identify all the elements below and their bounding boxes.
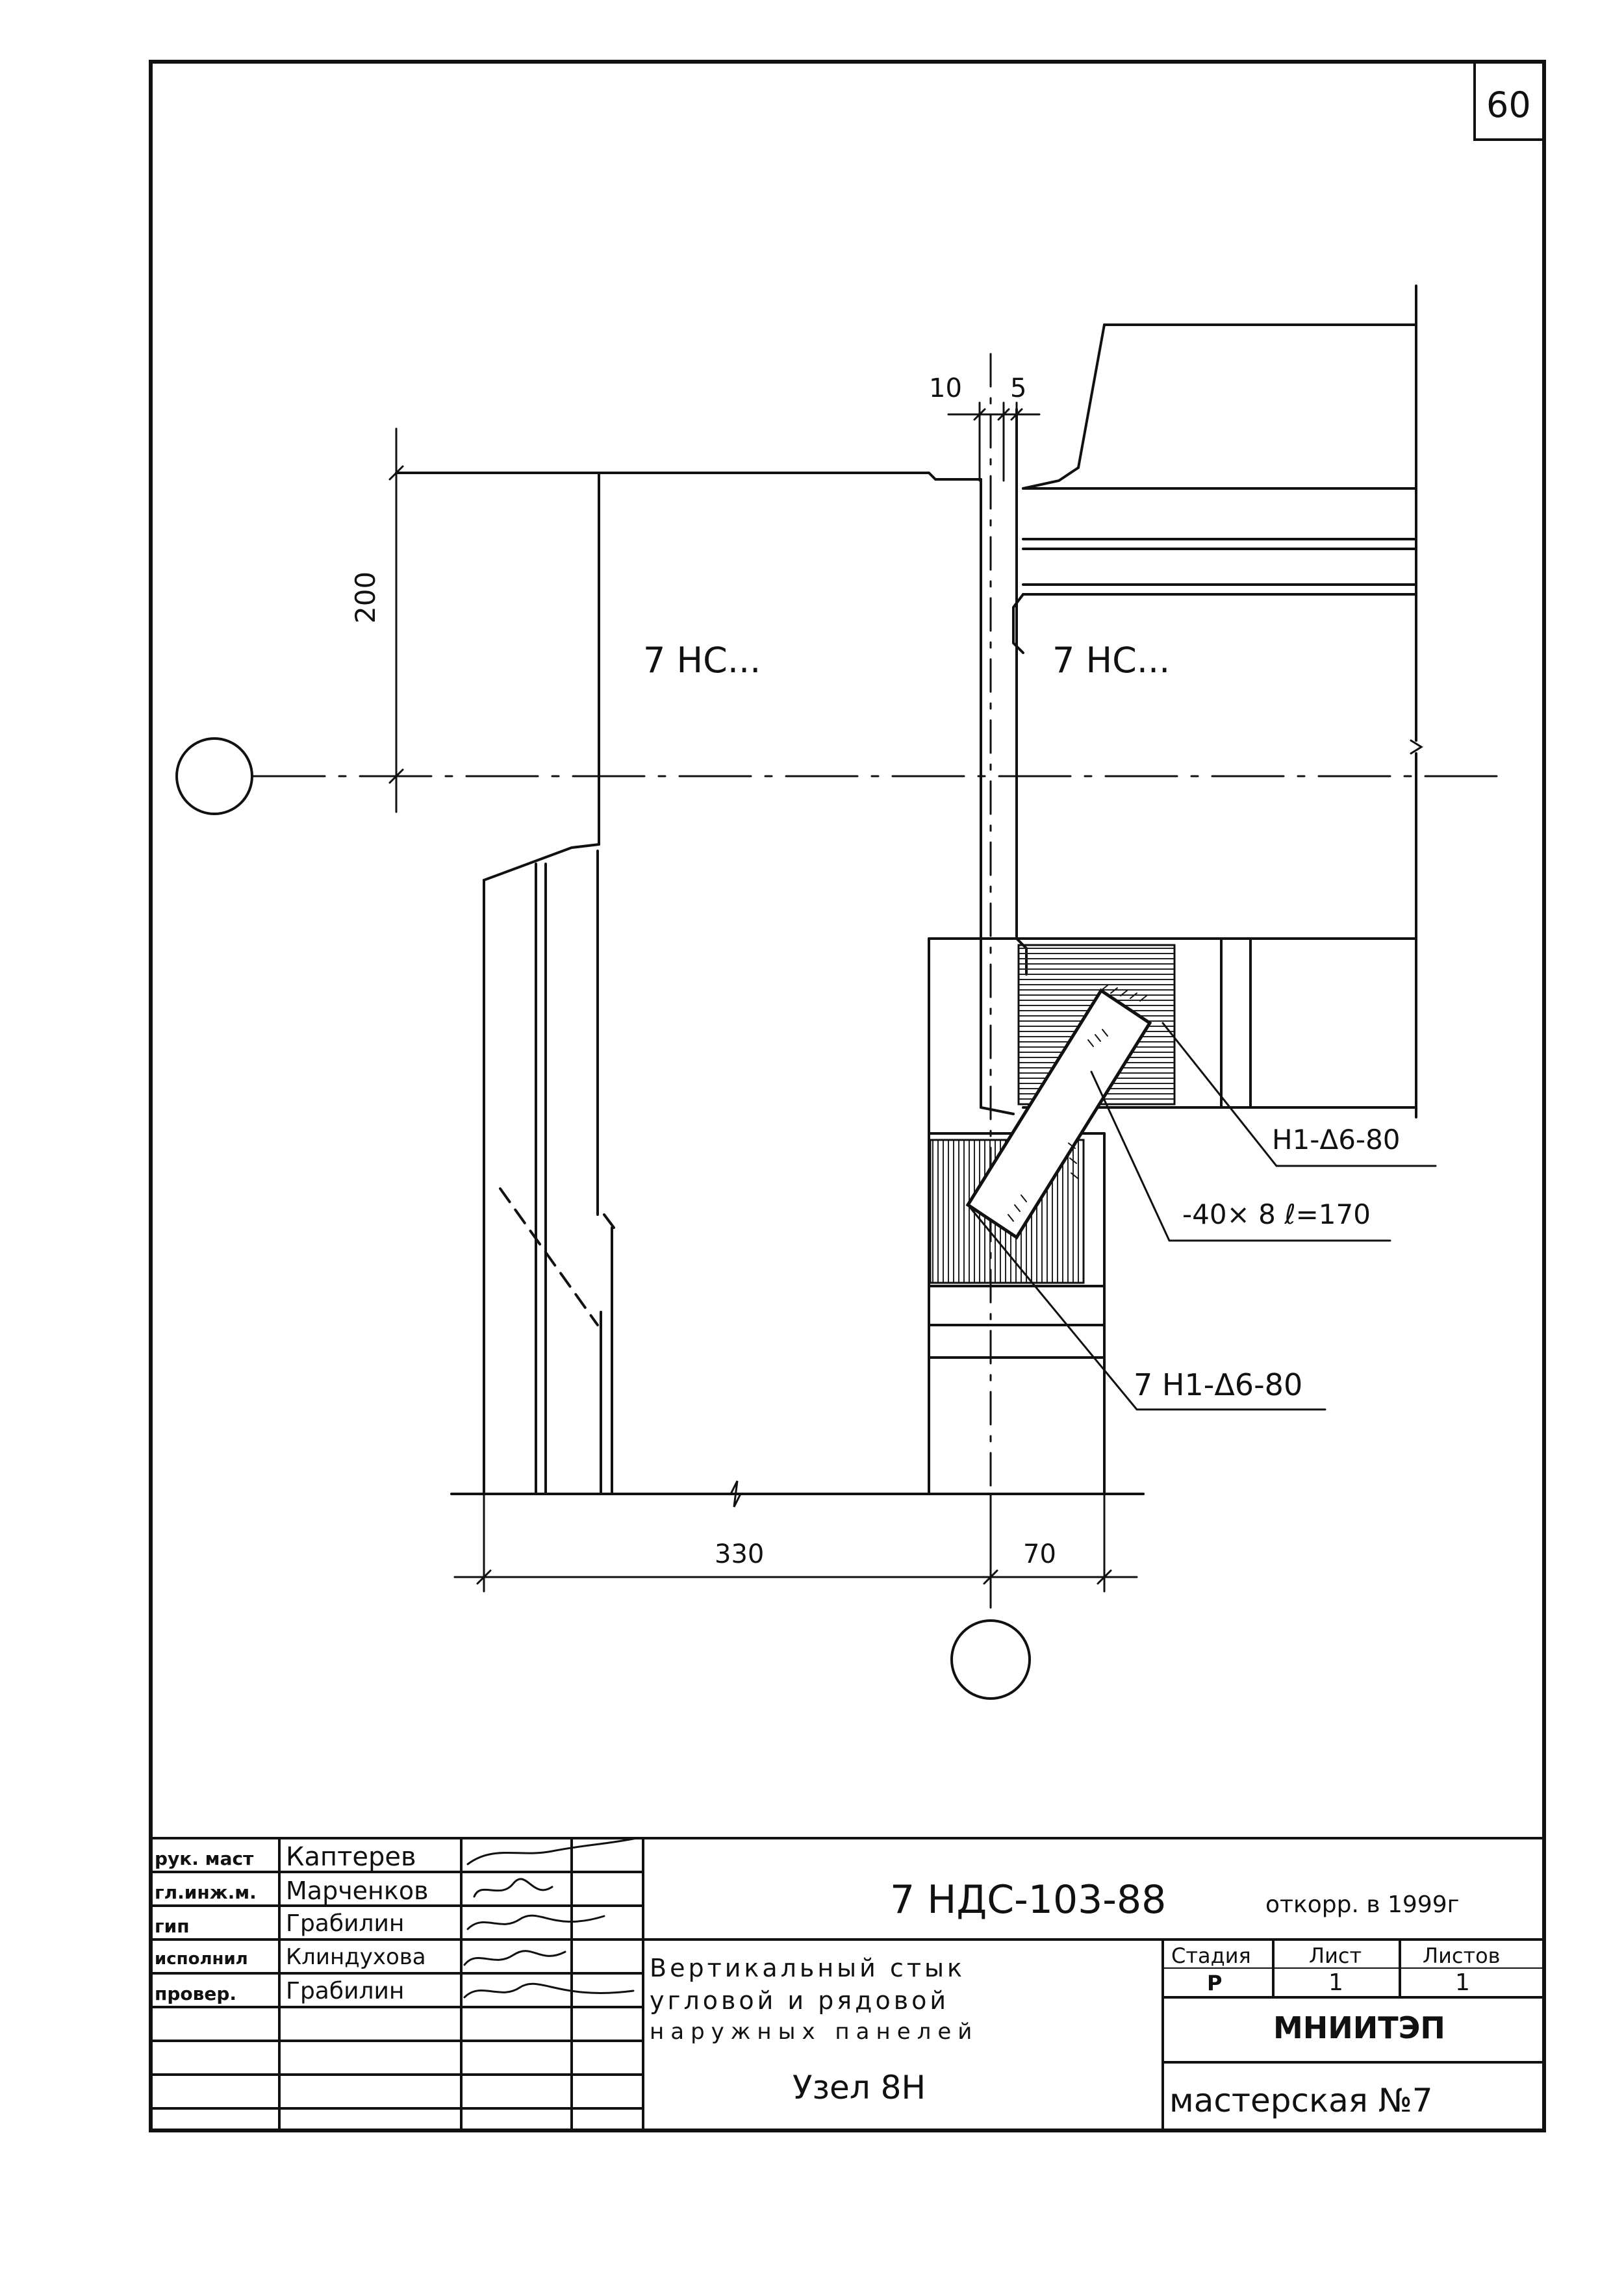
axis-circle-bottom: [950, 1619, 1031, 1700]
callout-weld-1: Н1-Δ6-80: [1272, 1124, 1401, 1156]
leader-lines: [967, 1022, 1437, 1411]
dimension-label-5: 5: [1010, 373, 1027, 403]
sheets-value: 1: [1455, 1969, 1470, 1996]
dimension-bottom: [453, 1493, 1138, 1593]
role-label: рук. маст: [155, 1848, 254, 1869]
person-name: Марченков: [286, 1876, 429, 1905]
callout-weld-2: 7 Н1-Δ6-80: [1134, 1367, 1303, 1402]
stage-header: Стадия: [1171, 1943, 1251, 1968]
person-name: Клиндухова: [286, 1944, 426, 1970]
callout-plate: -40× 8 ℓ=170: [1182, 1198, 1371, 1230]
steel-plate: [965, 985, 1152, 1240]
sheets-header: Листов: [1423, 1943, 1501, 1968]
dimension-top: [947, 401, 1041, 482]
left-panel-outline: [395, 472, 982, 1495]
lower-connection-box: [928, 937, 1417, 1495]
panel-label-left: 7 НС...: [643, 640, 761, 681]
drawing-title-line-3: наружных панелей: [650, 2019, 979, 2045]
document-code: 7 НДС-103-88: [890, 1877, 1167, 1923]
role-label: провер.: [155, 1983, 237, 2004]
axis-circle-left: [175, 737, 253, 815]
role-label: исполнил: [155, 1949, 248, 1969]
role-label: гип: [155, 1915, 190, 1937]
role-label: гл.инж.м.: [155, 1882, 257, 1903]
person-name: Грабилин: [286, 1978, 405, 2004]
signature-scribbles: [463, 1837, 638, 1999]
page-number: 60: [1486, 84, 1531, 125]
dimension-label-200: 200: [349, 571, 381, 624]
person-name: Грабилин: [286, 1910, 405, 1937]
correction-note: откорр. в 1999г: [1265, 1891, 1460, 1918]
drawing-title-line-1: Вертикальный стык: [650, 1954, 965, 1982]
panel-label-right: 7 НС...: [1052, 640, 1171, 681]
stage-value: Р: [1207, 1971, 1223, 1995]
person-name: Каптерев: [286, 1842, 416, 1872]
workshop-label: мастерская №7: [1169, 2082, 1433, 2119]
sheet-header: Лист: [1309, 1943, 1362, 1968]
node-label: Узел 8Н: [793, 2069, 926, 2106]
dimension-label-70: 70: [1023, 1539, 1056, 1569]
title-block-grid: [149, 1837, 1545, 2132]
section-bottom: [450, 1480, 1145, 1508]
dimension-label-10: 10: [929, 373, 962, 403]
right-panel-outline: [1012, 284, 1423, 1118]
sheet-frame: [149, 60, 1546, 2132]
page-number-box: [1473, 60, 1545, 141]
organization-name: МНИИТЭП: [1273, 2010, 1445, 2045]
drawing-title-line-2: угловой и рядовой: [650, 1986, 950, 2015]
dimension-vertical: [388, 427, 605, 813]
sheet-value: 1: [1328, 1969, 1343, 1996]
dimension-label-330: 330: [715, 1539, 765, 1569]
